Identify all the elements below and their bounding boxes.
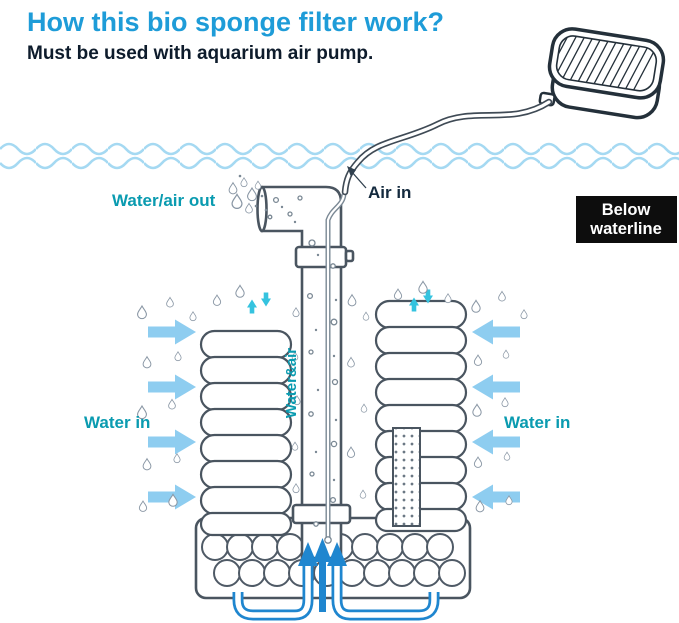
- air-in-pointer: [347, 166, 367, 189]
- droplet-icon: [418, 280, 428, 294]
- flow-arrow-icon: [472, 429, 520, 455]
- tube-collar-bottom: [291, 503, 352, 525]
- droplet-icon: [228, 182, 238, 195]
- below-waterline-badge: Below waterline: [576, 196, 677, 243]
- droplet-icon: [247, 187, 257, 202]
- droplet-icon: [292, 483, 300, 494]
- droplet-icon: [212, 294, 222, 306]
- water-in-arrows-left: [148, 319, 196, 510]
- up-arrow-icon: [247, 299, 257, 314]
- flow-arrow-icon: [148, 319, 196, 345]
- droplet-icon: [142, 458, 152, 471]
- droplet-icon: [502, 349, 510, 359]
- droplet-icon: [292, 307, 300, 318]
- droplets-outlet: [228, 174, 268, 214]
- bio-media-balls: [201, 533, 466, 587]
- tube-collar-top: [294, 245, 348, 269]
- up-arrow-icon: [327, 542, 347, 566]
- center-uplift-tube: [256, 185, 355, 560]
- droplet-icon: [347, 357, 355, 368]
- badge-background: [576, 196, 677, 243]
- droplet-icon: [174, 351, 182, 362]
- droplet-icon: [471, 299, 481, 313]
- left-sponge: [199, 329, 293, 537]
- droplet-icon: [473, 456, 483, 468]
- droplet-icon: [362, 311, 370, 321]
- droplet-icon: [347, 294, 357, 307]
- droplet-icon: [168, 399, 176, 410]
- droplet-icon: [166, 297, 174, 308]
- droplet-icon: [393, 288, 403, 300]
- perforated-inner-tube: [392, 427, 421, 527]
- droplet-icon: [254, 180, 262, 190]
- droplets-right-sponge-top: [393, 280, 452, 304]
- droplet-icon: [520, 309, 528, 320]
- droplet-icon: [142, 356, 152, 369]
- flow-arrow-icon: [148, 374, 196, 400]
- badge-line1: Below: [602, 201, 651, 219]
- flow-arrow-icon: [148, 429, 196, 455]
- droplets-left-sponge-top: [212, 284, 245, 306]
- droplet-icon: [359, 489, 367, 499]
- droplet-icon: [137, 305, 147, 320]
- droplet-icon: [245, 203, 253, 214]
- droplet-icon: [473, 354, 483, 366]
- droplet-icon: [189, 311, 197, 322]
- down-arrow-icon: [261, 292, 271, 307]
- flow-arrow-icon: [472, 319, 520, 345]
- droplet-icon: [503, 451, 511, 461]
- label-water-and-air: Water&air: [283, 348, 300, 418]
- droplet-icon: [291, 441, 299, 451]
- air-bubbles: [267, 195, 339, 527]
- up-arrow-icon: [298, 542, 318, 566]
- air-pump: [538, 27, 666, 120]
- droplet-icon: [472, 403, 482, 417]
- droplets-right-outer: [471, 291, 528, 513]
- droplet-icon: [444, 293, 452, 304]
- droplet-icon: [501, 397, 509, 408]
- droplet-icon: [360, 403, 368, 413]
- droplet-icon: [231, 193, 243, 210]
- label-water-in-right: Water in: [504, 413, 570, 432]
- droplet-icon: [173, 453, 181, 464]
- right-sponge: [374, 299, 468, 533]
- up-arrow-icon: [313, 538, 332, 562]
- page-subtitle: Must be used with aquarium air pump.: [27, 43, 373, 64]
- droplets-right-inner: [346, 294, 370, 499]
- flow-arrow-icon: [472, 374, 520, 400]
- droplet-icon: [240, 177, 248, 188]
- inner-air-line: [324, 193, 347, 544]
- outlet-mouth: [256, 185, 268, 233]
- water-flow-pipes: [232, 538, 440, 621]
- droplet-icon: [498, 291, 506, 302]
- label-air-in: Air in: [368, 183, 411, 202]
- pointer-arrow-icon: [347, 166, 356, 177]
- waterline-waves: [0, 140, 679, 171]
- droplet-icon: [235, 284, 245, 298]
- page-title: How this bio sponge filter work?: [27, 7, 444, 37]
- label-water-air-out: Water/air out: [112, 191, 216, 210]
- droplet-icon: [138, 500, 148, 512]
- label-water-in-left: Water in: [84, 413, 150, 432]
- badge-line2: waterline: [589, 220, 662, 238]
- droplet-icon: [346, 446, 356, 458]
